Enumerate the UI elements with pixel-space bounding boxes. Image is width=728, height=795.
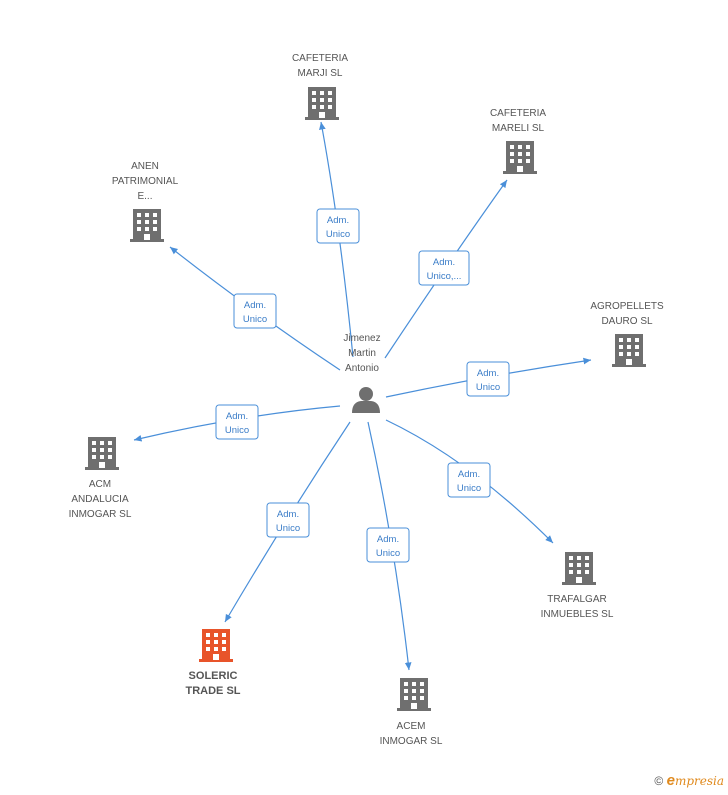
company-name-line1: ACM xyxy=(89,479,111,490)
relation-label-line2: Unico,... xyxy=(427,271,462,282)
relation-label-line2: Unico xyxy=(225,425,249,436)
company-name-line1: TRAFALGAR xyxy=(547,594,606,605)
building-icon xyxy=(199,629,233,662)
relation-label-line1: Adm. xyxy=(327,215,349,226)
relation-label[interactable]: Adm. Unico xyxy=(366,527,410,563)
company-name-line1: AGROPELLETS xyxy=(590,301,664,312)
company-name-line3: INMOGAR SL xyxy=(69,509,132,520)
copyright-symbol: © xyxy=(654,774,664,788)
relation-label-line1: Adm. xyxy=(433,257,455,268)
company-node[interactable]: TRAFALGAR INMUEBLES SL xyxy=(541,552,614,620)
person-name-line3: Antonio xyxy=(345,363,379,374)
company-name-line1: ANEN xyxy=(131,161,159,172)
building-icon xyxy=(397,678,431,711)
relation-label-line1: Adm. xyxy=(277,509,299,520)
company-name-line2: MARELI SL xyxy=(492,123,545,134)
relation-label-line1: Adm. xyxy=(477,368,499,379)
relation-label[interactable]: Adm. Unico,... xyxy=(418,250,470,286)
building-icon xyxy=(612,334,646,367)
company-name-line1: ACEM xyxy=(397,721,426,732)
relation-label-line2: Unico xyxy=(457,483,481,494)
relation-label-line2: Unico xyxy=(243,314,267,325)
company-name-line2: ANDALUCIA xyxy=(71,494,129,505)
building-icon xyxy=(305,87,339,120)
company-name-line3: E... xyxy=(137,191,152,202)
company-name-line1: CAFETERIA xyxy=(292,53,348,64)
company-name-line1: CAFETERIA xyxy=(490,108,546,119)
relation-label[interactable]: Adm. Unico xyxy=(316,208,360,244)
building-icon xyxy=(503,141,537,174)
company-name-line2: INMUEBLES SL xyxy=(541,609,614,620)
relation-label-line1: Adm. xyxy=(458,469,480,480)
company-name-line1: SOLERIC xyxy=(189,670,238,682)
building-icon xyxy=(562,552,596,585)
relation-label-line2: Unico xyxy=(276,523,300,534)
building-icon xyxy=(85,437,119,470)
relation-label-line1: Adm. xyxy=(226,411,248,422)
person-node[interactable]: Jimenez Martin Antonio xyxy=(343,333,381,413)
footer-credit: © empresia xyxy=(654,772,724,789)
company-name-line2: DAURO SL xyxy=(601,316,653,327)
person-icon xyxy=(352,387,380,413)
company-node[interactable]: AGROPELLETS DAURO SL xyxy=(590,301,664,367)
relation-label-line2: Unico xyxy=(476,382,500,393)
relation-label[interactable]: Adm. Unico xyxy=(466,361,510,397)
company-node[interactable]: ANEN PATRIMONIAL E... xyxy=(112,161,179,242)
company-node[interactable]: CAFETERIA MARJI SL xyxy=(292,53,348,120)
relation-label[interactable]: Adm. Unico xyxy=(215,404,259,440)
relation-label-line2: Unico xyxy=(376,548,400,559)
company-node[interactable]: CAFETERIA MARELI SL xyxy=(490,108,546,174)
relation-label-line2: Unico xyxy=(326,229,350,240)
relation-label-line1: Adm. xyxy=(377,534,399,545)
company-name-line2: INMOGAR SL xyxy=(380,736,443,747)
company-node[interactable]: ACEM INMOGAR SL xyxy=(380,678,443,747)
empresia-logo-initial: e xyxy=(666,772,675,789)
company-name-line2: TRADE SL xyxy=(186,685,241,697)
person-name-line1: Jimenez xyxy=(343,333,380,344)
relation-label[interactable]: Adm. Unico xyxy=(447,462,491,498)
company-node[interactable]: ACM ANDALUCIA INMOGAR SL xyxy=(69,437,132,520)
company-node-highlighted[interactable]: SOLERIC TRADE SL xyxy=(186,629,241,697)
empresia-logo-text: mpresia xyxy=(674,774,724,788)
relation-label[interactable]: Adm. Unico xyxy=(266,502,310,538)
relation-label[interactable]: Adm. Unico xyxy=(233,293,277,329)
company-name-line2: MARJI SL xyxy=(297,68,342,79)
person-name-line2: Martin xyxy=(348,348,376,359)
relation-label-line1: Adm. xyxy=(244,300,266,311)
company-name-line2: PATRIMONIAL xyxy=(112,176,179,187)
building-icon xyxy=(130,209,164,242)
